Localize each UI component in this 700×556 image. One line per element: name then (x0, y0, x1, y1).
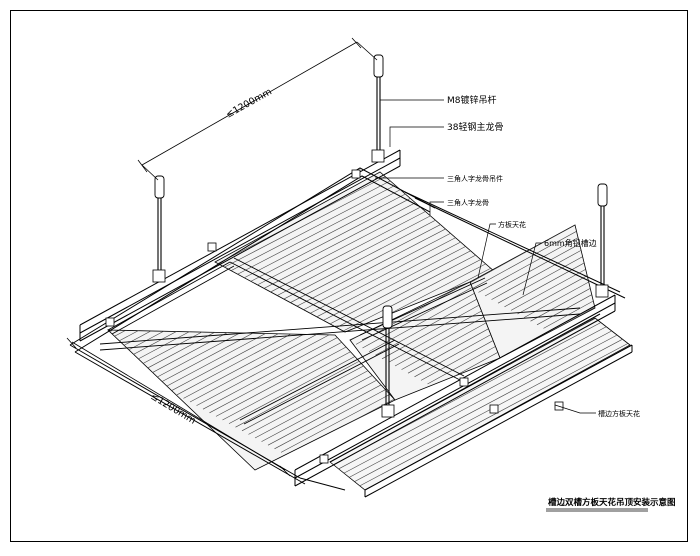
panel-rib (274, 330, 395, 450)
panel-rib (157, 330, 395, 385)
panel-rib (510, 225, 595, 311)
panel-rib (407, 282, 500, 374)
panel-rib (427, 282, 500, 385)
panel-rib (470, 225, 595, 286)
panel-rib (318, 213, 495, 332)
panel-rib (335, 318, 630, 485)
panel-rib (215, 172, 453, 280)
edge-trim-frame (69, 167, 633, 498)
panel-rib (420, 282, 500, 381)
panel-rib (150, 330, 395, 381)
panel-rib (215, 172, 446, 276)
panel-rib (280, 330, 395, 453)
panel-rib (330, 318, 630, 482)
panel-rib (523, 225, 595, 318)
panel-rib (254, 330, 395, 439)
callout-square-panel: 方板天花 (498, 220, 526, 229)
panel-rib (305, 206, 495, 332)
panel-rib (497, 225, 595, 304)
dimension-lines (66, 37, 378, 477)
panel-rib (433, 282, 500, 388)
callout-main-keel: 38轻钢主龙骨 (447, 121, 503, 133)
panel-rib (414, 282, 500, 378)
drawing-border (10, 10, 688, 542)
callout-tri-keel: 三角人字龙骨 (447, 198, 489, 207)
panel-rib (471, 225, 595, 290)
panel-rib (543, 225, 595, 329)
panel-rib (111, 330, 395, 360)
panel-rib (312, 209, 495, 332)
callout-m8-rod: M8镀锌吊杆 (447, 94, 497, 106)
panel-rib (248, 330, 395, 435)
panel-rib (517, 225, 595, 315)
panel-rib (536, 225, 595, 326)
callout-hanger: 三角人字龙骨吊件 (447, 174, 503, 183)
panel-rib (137, 330, 395, 374)
panel-rib (330, 318, 630, 478)
panel-rib (144, 330, 395, 378)
panel-rib (118, 330, 395, 363)
drawing-title: 槽边双槽方板天花吊顶安装示意图 (548, 497, 676, 508)
panel-rib (299, 202, 495, 332)
panel-rib (183, 330, 395, 399)
panel-rib (131, 330, 395, 370)
panel-front-left (106, 329, 396, 471)
panel-rib (348, 321, 630, 490)
main-keel (79, 149, 616, 487)
panel-rib (342, 318, 630, 489)
panel-rib (362, 282, 500, 349)
rod-nuts (154, 54, 608, 329)
panel-rib (196, 330, 395, 406)
callout-edge-trim: 6mm角铝槽边 (544, 238, 597, 248)
triangle-keels (99, 257, 581, 425)
panel-rib (267, 330, 395, 446)
panel-rib (124, 330, 395, 367)
dimension-label-top: ≤1200mm (224, 86, 274, 120)
panel-rib (504, 225, 595, 308)
panel-rib (261, 330, 395, 442)
callout-edge-panel: 槽边方板天花 (598, 409, 640, 418)
panel-rib (530, 225, 595, 322)
panel-rib (170, 330, 395, 392)
panel-rib (202, 330, 395, 410)
panel-rib (368, 282, 500, 352)
panel-rib (176, 330, 395, 396)
panel-rib (381, 282, 500, 360)
leader-lines (375, 99, 648, 512)
panel-rib (549, 225, 595, 333)
panel-rib (163, 330, 395, 388)
panel-rib (189, 330, 395, 403)
panel-rib (292, 198, 495, 330)
panel-rib (375, 282, 500, 356)
